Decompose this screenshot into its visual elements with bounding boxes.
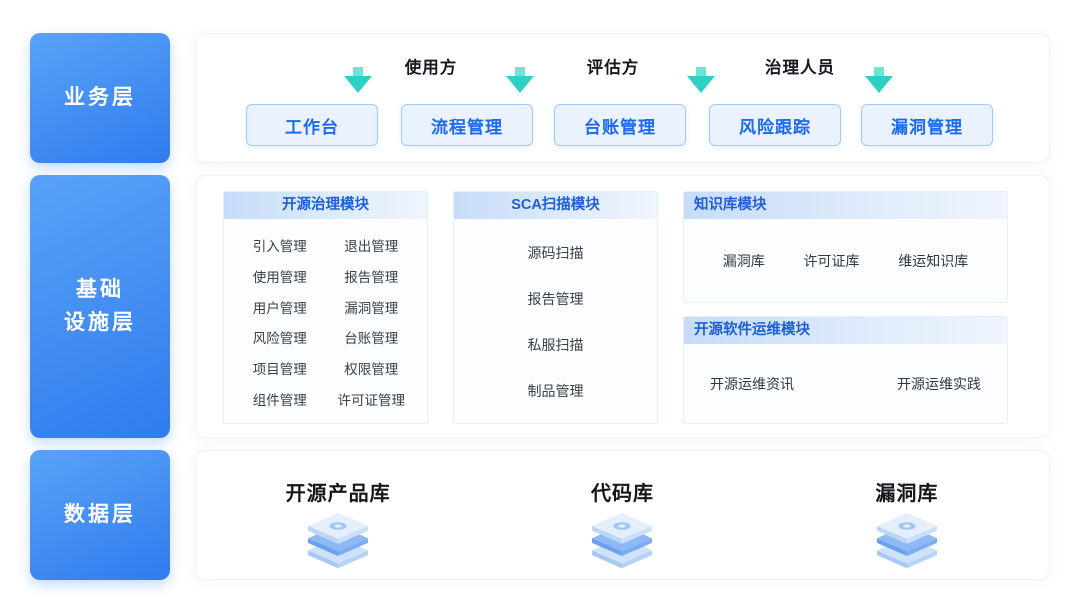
- module-governance-title: 开源治理模块: [224, 192, 427, 219]
- module-knowledge-title: 知识库模块: [684, 192, 1007, 219]
- governance-item: 漏洞管理: [344, 300, 399, 316]
- governance-item: 引入管理: [252, 239, 307, 254]
- layer-label-infrastructure: 基础 设施层: [64, 277, 136, 334]
- knowledge-item: 漏洞库: [722, 253, 765, 269]
- layer-label-business: 业务层: [64, 85, 136, 109]
- business-button-process-management[interactable]: 流程管理: [401, 104, 533, 146]
- governance-item: 许可证管理: [337, 392, 406, 408]
- governance-item: 风险管理: [252, 331, 307, 347]
- ops-item: 开源运维资讯: [710, 376, 794, 392]
- governance-item: 使用管理: [252, 269, 307, 285]
- knowledge-item: 维运知识库: [898, 253, 969, 269]
- module-ops-body: 开源运维资讯 开源运维实践: [684, 344, 1007, 424]
- governance-row: 引入管理 退出管理: [234, 235, 417, 255]
- governance-row: 用户管理 漏洞管理: [234, 297, 417, 317]
- database-stack-icon: [299, 511, 377, 571]
- governance-item: 用户管理: [252, 300, 307, 316]
- role-label-assessor: 评估方: [586, 59, 640, 77]
- module-sca-body: 源码扫描 报告管理 私服扫描 制品管理: [454, 219, 657, 425]
- role-label-user: 使用方: [404, 59, 458, 77]
- database-stack-icon: [868, 511, 946, 571]
- layer-tab-infrastructure: 基础 设施层: [30, 175, 170, 438]
- governance-item: 报告管理: [344, 269, 399, 285]
- data-store-vulnerability-database: 漏洞库: [765, 451, 1049, 579]
- data-store-label: 漏洞库: [875, 483, 939, 505]
- governance-row: 组件管理 许可证管理: [234, 389, 417, 409]
- governance-item: 组件管理: [252, 392, 307, 408]
- module-knowledge-body: 漏洞库 许可证库 维运知识库: [684, 219, 1007, 303]
- governance-item: 权限管理: [344, 362, 399, 378]
- governance-row: 风险管理 台账管理: [234, 327, 417, 347]
- business-button-risk-tracking[interactable]: 风险跟踪: [709, 104, 841, 146]
- knowledge-item: 许可证库: [803, 253, 860, 269]
- role-label-governor: 治理人员: [765, 59, 835, 77]
- data-store-label: 开源产品库: [285, 483, 391, 505]
- module-sca-title: SCA扫描模块: [454, 192, 657, 219]
- sca-item: 报告管理: [527, 291, 584, 307]
- data-store-label: 代码库: [590, 483, 654, 505]
- data-layer-panel: 开源产品库 代码库: [195, 450, 1050, 580]
- sca-item: 源码扫描: [527, 245, 584, 261]
- arrow-down-icon: [686, 67, 716, 94]
- sca-item: 私服扫描: [527, 337, 584, 353]
- arrow-down-icon: [864, 67, 894, 94]
- governance-item: 退出管理: [344, 239, 399, 254]
- governance-item: 项目管理: [252, 362, 307, 378]
- layer-label-data: 数据层: [64, 502, 136, 526]
- module-ops-title: 开源软件运维模块: [684, 317, 1007, 344]
- governance-item: 台账管理: [344, 331, 399, 347]
- layer-tab-business: 业务层: [30, 33, 170, 163]
- arrow-down-icon: [343, 67, 373, 94]
- module-governance: 开源治理模块 引入管理 退出管理 使用管理 报告管理 用户管理 漏洞管理 风险管…: [223, 191, 428, 424]
- sca-item: 制品管理: [527, 383, 584, 399]
- arrow-down-icon: [505, 67, 535, 94]
- infrastructure-layer-panel: 开源治理模块 引入管理 退出管理 使用管理 报告管理 用户管理 漏洞管理 风险管…: [195, 175, 1050, 438]
- governance-row: 使用管理 报告管理: [234, 266, 417, 286]
- module-sca-scan: SCA扫描模块 源码扫描 报告管理 私服扫描 制品管理: [453, 191, 658, 424]
- business-button-vulnerability-management[interactable]: 漏洞管理: [861, 104, 993, 146]
- business-layer-panel: 使用方 评估方 治理人员 工作台 流程管理 台账管理 风险跟踪 漏洞管理: [195, 33, 1050, 163]
- module-governance-body: 引入管理 退出管理 使用管理 报告管理 用户管理 漏洞管理 风险管理 台账管理 …: [224, 219, 427, 425]
- layer-tab-data: 数据层: [30, 450, 170, 580]
- governance-row: 项目管理 权限管理: [234, 358, 417, 378]
- database-stack-icon: [583, 511, 661, 571]
- module-knowledge-base: 知识库模块 漏洞库 许可证库 维运知识库: [683, 191, 1008, 303]
- ops-item: 开源运维实践: [897, 376, 981, 392]
- data-store-code-repository: 代码库: [480, 451, 764, 579]
- business-button-ledger-management[interactable]: 台账管理: [554, 104, 686, 146]
- business-button-workbench[interactable]: 工作台: [246, 104, 378, 146]
- module-open-source-ops: 开源软件运维模块 开源运维资讯 开源运维实践: [683, 316, 1008, 424]
- data-store-open-source-products: 开源产品库: [196, 451, 480, 579]
